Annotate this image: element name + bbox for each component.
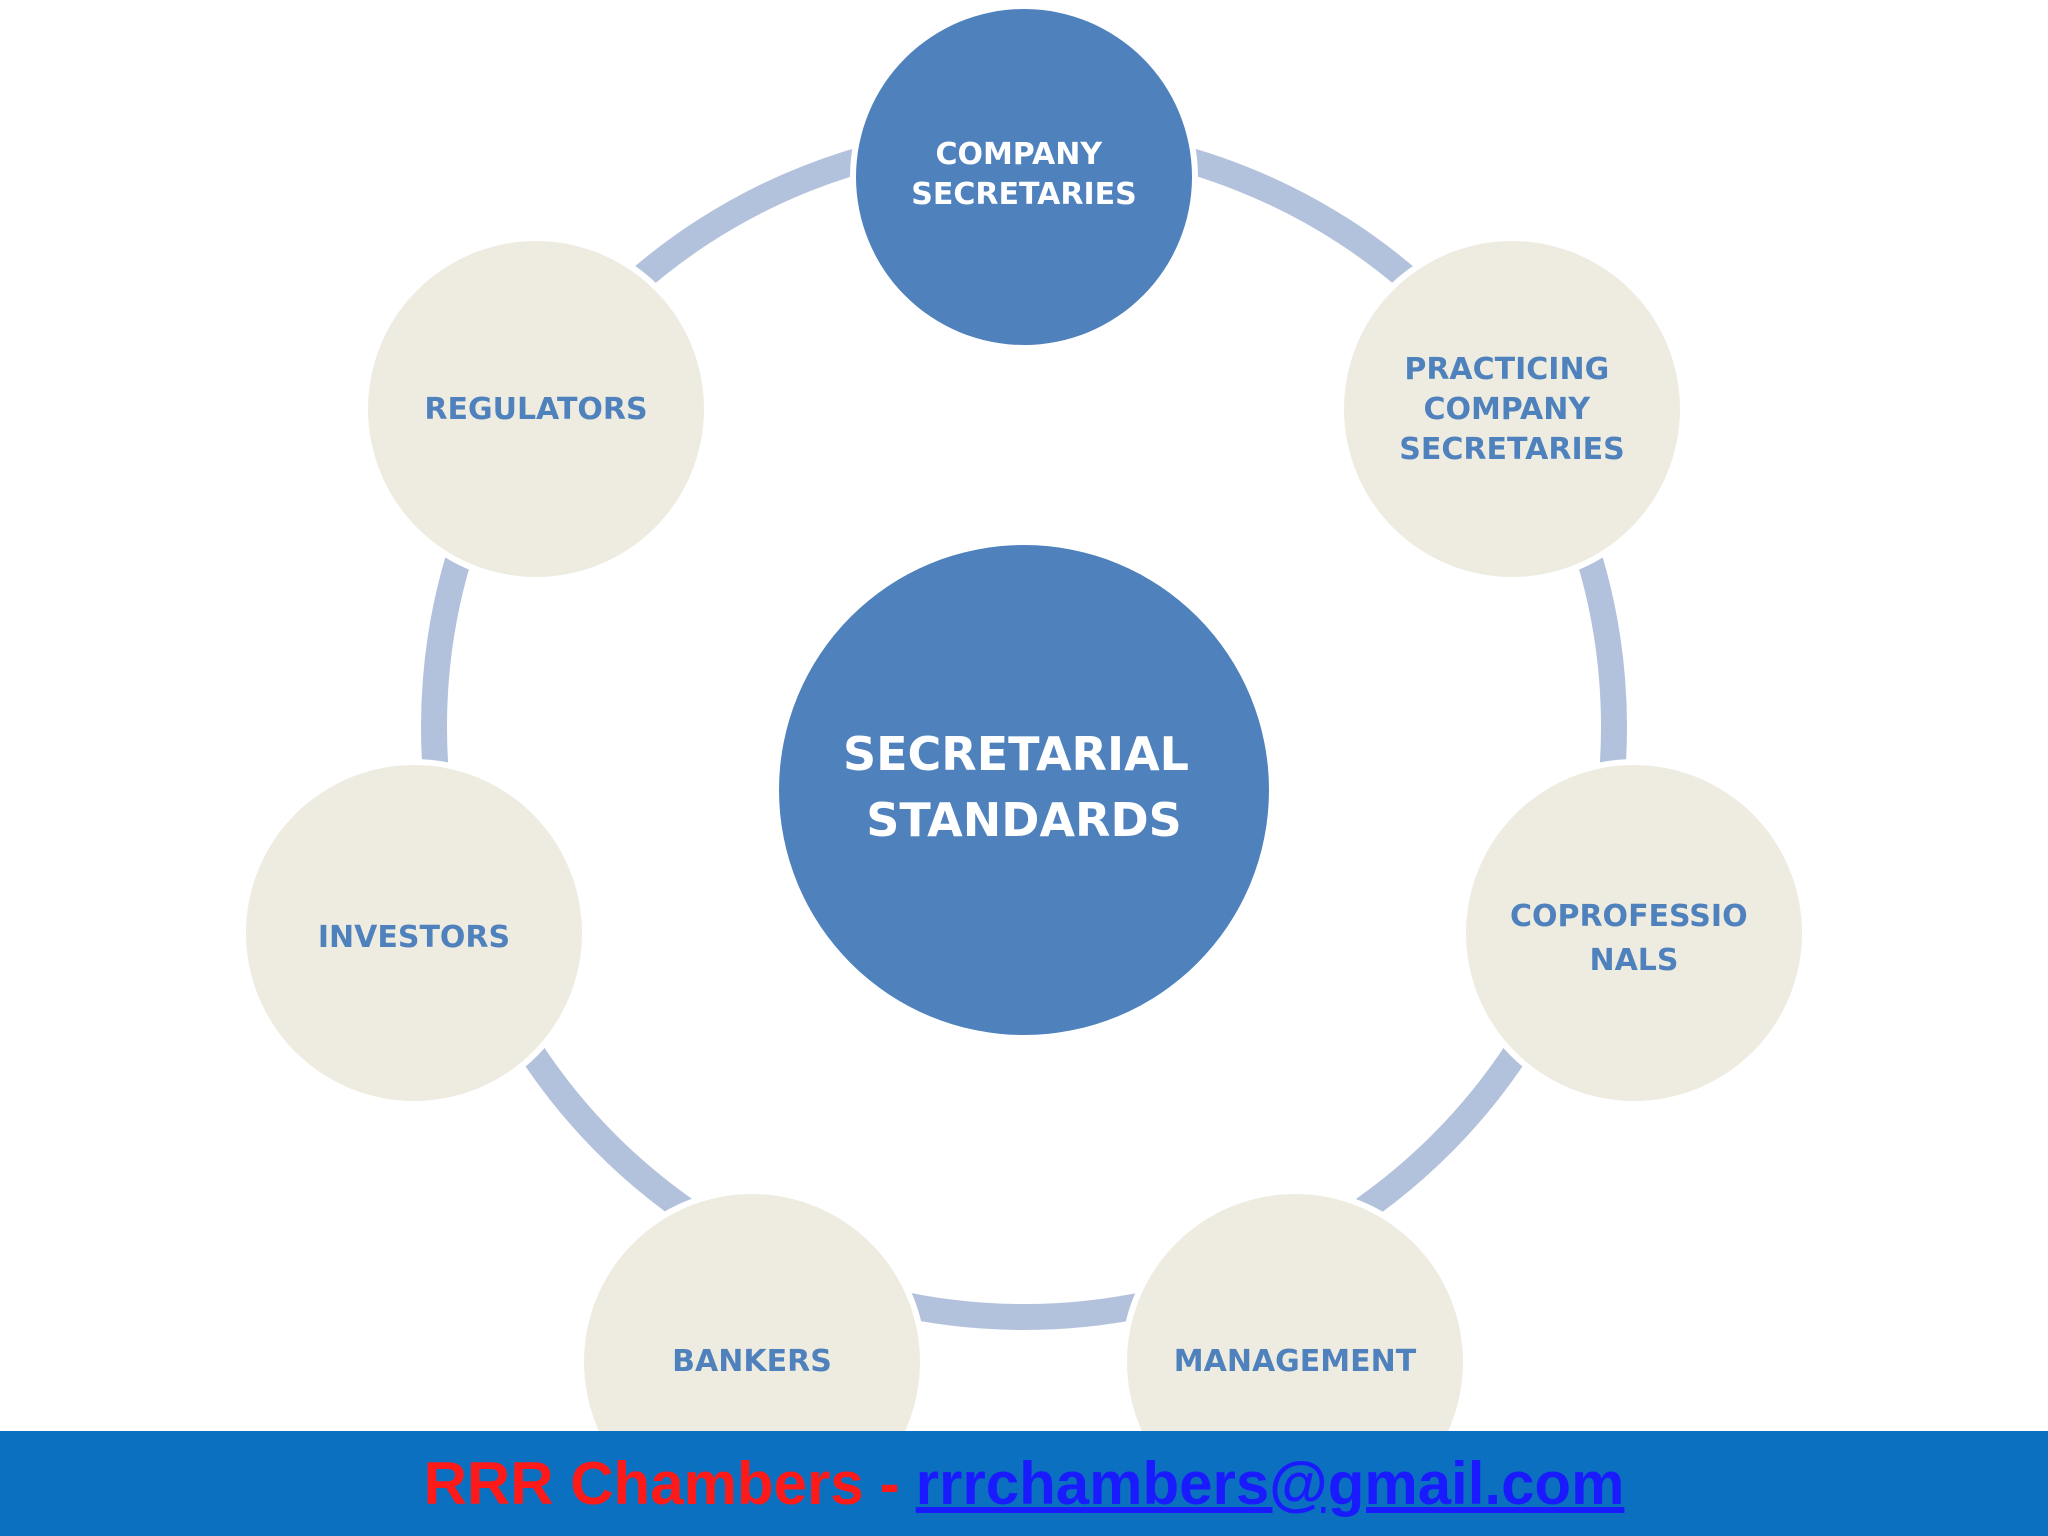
footer-separator: - xyxy=(879,1450,900,1517)
svg-text:MANAGEMENT: MANAGEMENT xyxy=(1174,1344,1417,1379)
svg-text:COMPANY SECRETARIES: COMPANY SECRETARIES xyxy=(911,137,1136,212)
footer-email-link[interactable]: rrrchambers@gmail.com xyxy=(915,1450,1625,1517)
svg-text:BANKERS: BANKERS xyxy=(672,1344,832,1379)
center-label-line-1: SECRETARIAL xyxy=(843,727,1189,781)
node-management: MANAGEMENT xyxy=(1121,1188,1469,1431)
footer-banner: RRR Chambers - rrrchambers@gmail.com xyxy=(0,1431,2048,1536)
node-bankers: BANKERS xyxy=(578,1188,926,1431)
node-coprofessionals: COPROFESSIO NALS xyxy=(1460,759,1808,1107)
node-investors: INVESTORS xyxy=(240,759,588,1107)
svg-text:INVESTORS: INVESTORS xyxy=(318,920,510,955)
center-node: SECRETARIAL STANDARDS xyxy=(779,545,1269,1035)
svg-text:REGULATORS: REGULATORS xyxy=(424,392,647,427)
stakeholder-cycle-diagram: SECRETARIAL STANDARDS COMPANY SECRETARIE… xyxy=(240,3,1808,1431)
node-company-secretaries: COMPANY SECRETARIES xyxy=(850,3,1198,351)
footer-org-name: RRR Chambers xyxy=(423,1450,864,1517)
svg-text:SECRETARIAL STANDARDS: SECRETARIAL STANDARDS xyxy=(843,727,1205,847)
node-practicing-company-secretaries: PRACTICING COMPANY SECRETARIES xyxy=(1338,235,1686,583)
center-label-line-2: STANDARDS xyxy=(866,793,1182,847)
node-regulators: REGULATORS xyxy=(362,235,710,583)
svg-text:PRACTICING COMPANY: PRACTICING COMPANY SECRETARIES xyxy=(1399,352,1624,467)
svg-text:COPROFESSIO NALS: COPROFESSIO NALS xyxy=(1510,899,1758,978)
